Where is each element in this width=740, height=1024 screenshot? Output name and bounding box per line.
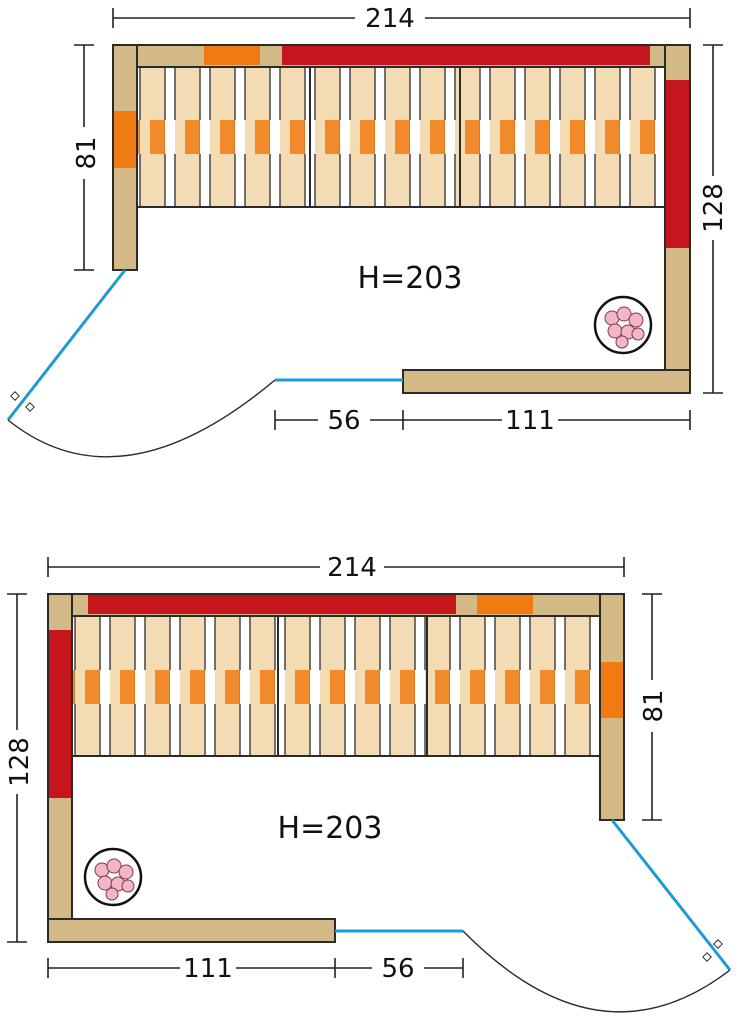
door-swing-arc bbox=[7, 379, 276, 458]
stove-icon bbox=[83, 847, 143, 907]
width-label: 214 bbox=[365, 4, 415, 34]
dimension-width-1: 214 bbox=[112, 2, 691, 34]
door-swing-arc bbox=[462, 930, 731, 1013]
heater-strip-top-orange bbox=[204, 46, 260, 65]
dimension-depth-2: 128 bbox=[3, 593, 35, 943]
front-wall-label: 111 bbox=[183, 954, 233, 984]
dimension-depth-1: 128 bbox=[699, 44, 730, 394]
dimension-bottom-1: 56 111 bbox=[274, 405, 691, 436]
glass-door bbox=[610, 819, 732, 971]
heater-strip-top bbox=[88, 595, 456, 614]
door-width-label: 56 bbox=[381, 954, 414, 984]
hinge-icon bbox=[702, 952, 712, 962]
heater-strip-right bbox=[666, 80, 689, 248]
heater-strip-right bbox=[601, 662, 623, 718]
wall-front bbox=[402, 369, 691, 394]
glass-door bbox=[6, 269, 127, 421]
heater-strip-top bbox=[282, 46, 650, 65]
hinge-icon bbox=[10, 391, 20, 401]
bench-label: 81 bbox=[639, 689, 669, 722]
stove-icon bbox=[593, 295, 653, 355]
sauna-plan-1: 214 81 128 56 111 bbox=[6, 2, 730, 458]
dimension-bottom-2: 111 56 bbox=[47, 953, 464, 984]
wall-front bbox=[47, 918, 336, 943]
door-width-label: 56 bbox=[327, 406, 360, 436]
depth-label: 128 bbox=[5, 737, 35, 787]
height-label: H=203 bbox=[358, 261, 463, 296]
dimension-width-2: 214 bbox=[47, 551, 625, 583]
depth-label: 128 bbox=[699, 183, 729, 233]
bench-2 bbox=[71, 615, 601, 757]
heater-strip-top-orange bbox=[477, 595, 533, 614]
bench-1 bbox=[136, 66, 666, 208]
width-label: 214 bbox=[327, 553, 377, 583]
dimension-bench-2: 81 bbox=[638, 593, 669, 821]
hinge-icon bbox=[713, 939, 723, 949]
heater-strip-left bbox=[49, 630, 71, 798]
height-label: H=203 bbox=[278, 811, 383, 846]
heater-strip-left bbox=[114, 111, 136, 168]
sauna-plan-2: 214 128 81 111 56 bbox=[3, 551, 732, 1013]
bench-label: 81 bbox=[72, 136, 102, 169]
dimension-bench-1: 81 bbox=[70, 44, 102, 271]
hinge-icon bbox=[25, 402, 35, 412]
front-wall-label: 111 bbox=[505, 406, 555, 436]
